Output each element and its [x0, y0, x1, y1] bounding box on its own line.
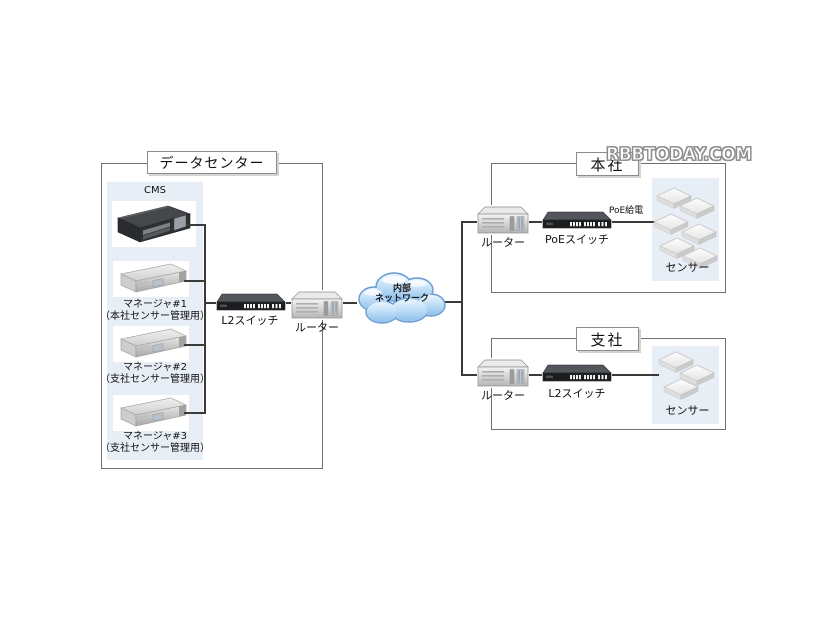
- manager3-server-icon: [113, 395, 189, 431]
- dc-router-icon: [291, 290, 343, 320]
- internal-network-cloud: 内部 ネットワーク: [352, 265, 452, 329]
- branch-title: 支社: [590, 330, 625, 349]
- hq-router-label: ルーター: [481, 236, 525, 249]
- dc-server-bus-line: [204, 224, 206, 414]
- dc-router-label: ルーター: [295, 321, 339, 334]
- manager2-server-icon: [113, 326, 189, 362]
- cms-server-icon: [112, 201, 196, 247]
- hq-poe-switch-icon: [542, 209, 612, 231]
- dc-l2-switch-icon: [216, 291, 286, 313]
- cloud-label: 内部 ネットワーク: [374, 284, 429, 304]
- branch-router-icon: [477, 358, 529, 388]
- hq-title: 本社: [590, 155, 625, 174]
- branch-title-box: 支社: [576, 327, 639, 351]
- watermark: RBBTODAY.COM: [606, 144, 753, 166]
- hq-sensors-label: センサー: [665, 261, 710, 274]
- cms-label: CMS: [144, 185, 166, 196]
- manager3-link-line: [184, 412, 206, 414]
- hq-title-box: 本社: [576, 152, 639, 176]
- manager1-server-icon: [113, 261, 189, 297]
- manager1-label: マネージャ#1 （本社センサー管理用）: [100, 299, 210, 322]
- manager2-link-line: [184, 344, 206, 346]
- branch-l2-switch-icon: [542, 362, 612, 384]
- dc-switch-label: L2スイッチ: [221, 314, 279, 327]
- hq-poe-power-label: PoE給電: [608, 206, 644, 216]
- manager2-label: マネージャ#2 （支社センサー管理用）: [100, 362, 210, 385]
- branch-sensors-label: センサー: [665, 404, 710, 417]
- hq-switch-label: PoEスイッチ: [545, 233, 609, 246]
- cms-link-line: [186, 224, 206, 226]
- sites-trunk-line: [461, 221, 463, 376]
- cloud-trunk-line: [430, 301, 462, 303]
- datacenter-title: データセンター: [159, 155, 265, 172]
- datacenter-title-box: データセンター: [147, 151, 277, 174]
- manager3-label: マネージャ#3 （支社センサー管理用）: [100, 431, 210, 454]
- branch-sensor-icon: [662, 377, 700, 405]
- branch-router-label: ルーター: [481, 389, 525, 402]
- branch-switch-label: L2スイッチ: [548, 387, 606, 400]
- manager1-link-line: [184, 280, 206, 282]
- hq-router-icon: [477, 205, 529, 235]
